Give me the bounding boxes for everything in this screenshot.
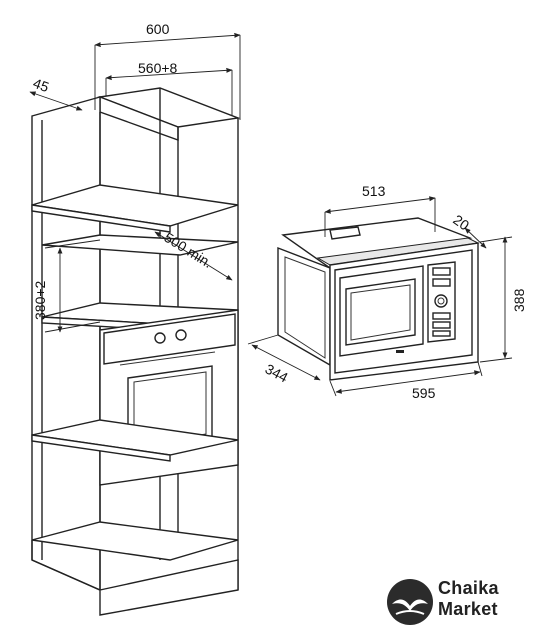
microwave-dimensions [247, 196, 513, 397]
dim-cabinet-depth: 45 [31, 75, 51, 95]
cabinet-dimensions [29, 32, 241, 333]
dim-niche-height: 380+2 [32, 280, 48, 320]
seagull-icon [387, 579, 433, 625]
microwave [277, 217, 480, 381]
dim-appliance-height: 388 [511, 288, 527, 312]
dim-niche-width: 560+8 [138, 60, 178, 76]
brand-logo: Chaika Market [386, 576, 536, 632]
dim-cabinet-width: 600 [146, 21, 170, 37]
dim-appliance-offset: 20 [450, 211, 472, 233]
brand-name-line2: Market [438, 599, 498, 619]
tall-cabinet [31, 87, 241, 616]
dim-appliance-width: 595 [412, 385, 436, 401]
brand-name-line1: Chaika [438, 578, 499, 598]
dim-appliance-depth: 513 [362, 183, 386, 199]
dim-appliance-side-depth: 344 [263, 361, 291, 386]
